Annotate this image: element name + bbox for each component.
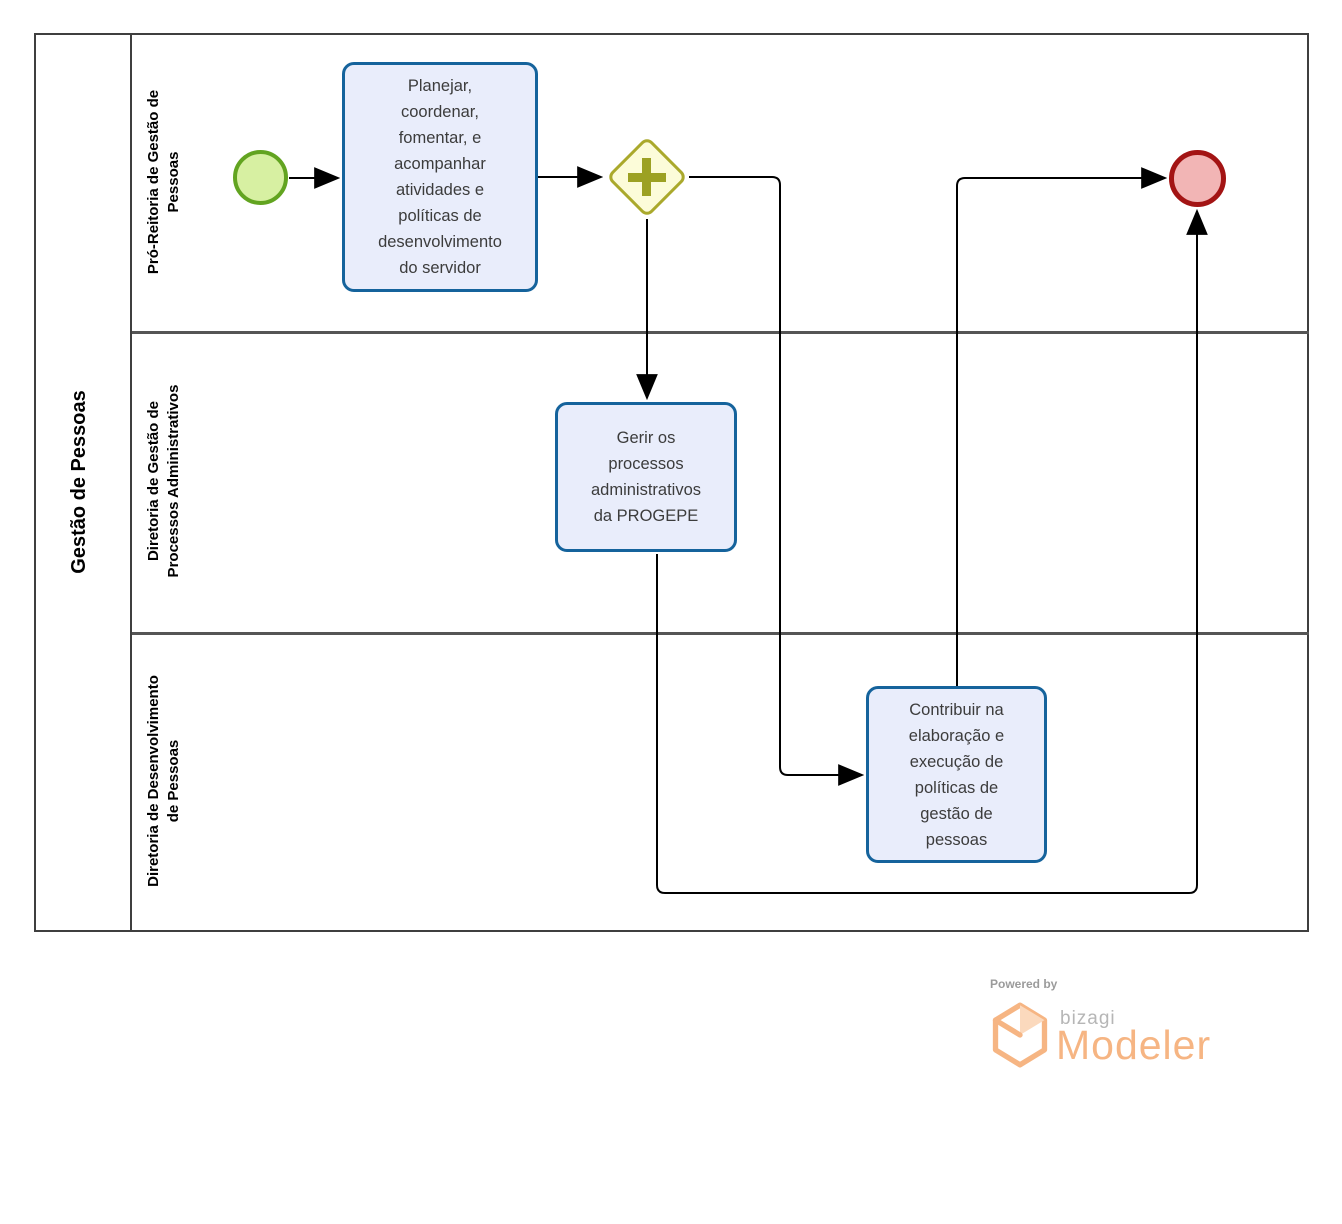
task-label-line: gestão de [920,804,993,823]
task-gerir-processos[interactable]: Gerir os processos administrativos da PR… [555,402,737,552]
lane-label-line: Pessoas [165,151,182,213]
lane-label-line: Pró-Reitoria de Gestão de [145,89,162,275]
task-label-line: Planejar, [407,77,473,95]
lane-label-desenvolvimento: Diretoria de Desenvolvimento de Pessoas [144,638,188,924]
start-event[interactable] [233,150,288,205]
lane-label-line: Processos Administrativos [165,384,182,578]
task-label-line: Gerir os [616,429,676,447]
modeler-wordmark: Modeler [1056,1022,1212,1068]
task-label-line: políticas de [398,207,482,225]
task-label-line: execução de [909,752,1004,771]
task-planejar[interactable]: Planejar, coordenar, fomentar, e acompan… [342,62,538,292]
task-label-line: Contribuir na [909,700,1004,719]
end-event[interactable] [1169,150,1226,207]
pool-label: Gestão de Pessoas [68,390,90,574]
lane-label-line: Diretoria de Desenvolvimento [145,675,162,887]
lane-label-pro-reitoria: Pró-Reitoria de Gestão de Pessoas [144,72,188,292]
task-label-line: coordenar, [401,103,479,121]
pool-title-divider [130,33,132,932]
bizagi-wordmark: bizagi [1060,1008,1116,1029]
pool-gestao-de-pessoas [34,33,1309,932]
task-label-line: processos [608,455,684,473]
lane-separator-2 [132,632,1309,635]
lane-label-line: Diretoria de Gestão de [145,400,162,562]
bizagi-hexagon-icon [992,1002,1048,1068]
task-label-line: elaboração e [908,726,1005,745]
task-label-line: acompanhar [394,155,486,173]
lane-label-gestao-processos: Diretoria de Gestão de Processos Adminis… [144,351,188,611]
parallel-gateway-plus-icon [642,158,651,196]
task-label-line: do servidor [399,259,481,277]
task-label-line: da PROGEPE [593,507,699,525]
task-label-line: fomentar, e [398,129,482,147]
task-label-line: pessoas [925,830,988,849]
lane-separator-1 [132,331,1309,334]
task-label-line: administrativos [590,481,702,499]
task-label-line: políticas de [914,778,999,797]
powered-by-label: Powered by [990,977,1058,991]
task-label-line: desenvolvimento [378,233,502,251]
task-label-line: atividades e [395,181,485,199]
lane-label-line: de Pessoas [165,739,182,823]
task-contribuir-politicas[interactable]: Contribuir na elaboração e execução de p… [866,686,1047,863]
